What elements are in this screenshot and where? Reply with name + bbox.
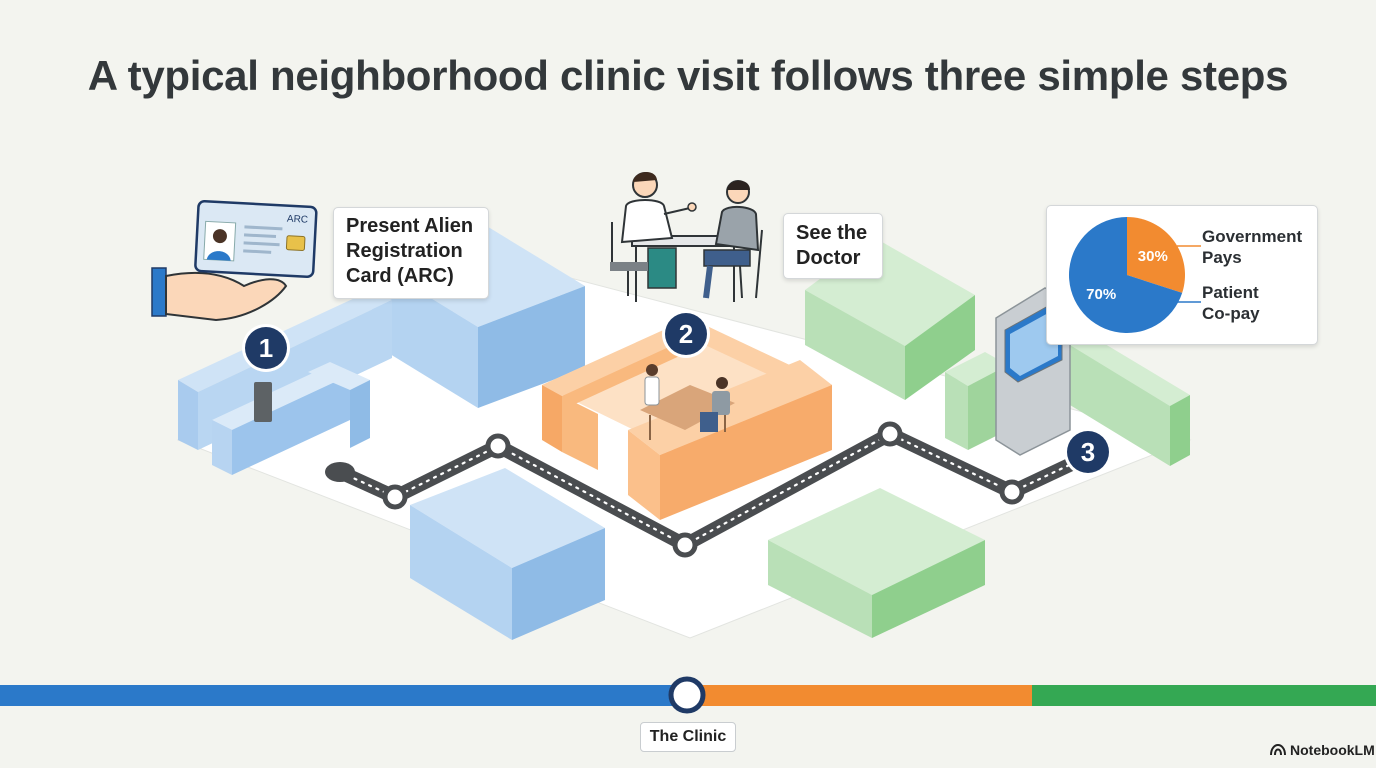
step-1-text-line: Card (ARC): [346, 265, 454, 287]
timeline-marker: [668, 676, 706, 714]
step-2-text-line: See the: [796, 222, 868, 244]
bottom-timeline: [0, 676, 1376, 714]
timeline-marker-label: The Clinic: [640, 722, 736, 752]
pie-legend-patient: Patient Co-pay: [1202, 283, 1260, 323]
journey-path: [325, 421, 1087, 558]
step-1-text-line: Registration: [346, 240, 463, 262]
green-front-block: [768, 488, 985, 638]
pie-leader-lines: [1177, 245, 1201, 303]
reception-chair: [254, 382, 272, 422]
step-1-callout: Present Alien Registration Card (ARC): [333, 207, 489, 299]
step-1-badge: 1: [245, 327, 287, 369]
pie-legend-government: Government Pays: [1202, 227, 1303, 267]
blue-front-block: [410, 468, 605, 640]
green-kiosk-walls: [945, 335, 1190, 466]
brand-logo: NotebookLM: [1270, 742, 1375, 758]
page-title: A typical neighborhood clinic visit foll…: [87, 52, 1289, 99]
pie-slice-patient: [1069, 217, 1183, 333]
step-2-badge: 2: [665, 313, 707, 355]
blue-reception-walls: [178, 290, 392, 475]
step-2-callout: See the Doctor: [783, 213, 883, 279]
timeline-segment-green: [1032, 685, 1376, 706]
step-3-badge: 3: [1067, 431, 1109, 473]
orange-consult-room: [542, 318, 832, 520]
timeline-segment-blue: [0, 685, 687, 706]
pie-slice-government: [1127, 217, 1185, 293]
notebooklm-logo-icon: [1270, 744, 1286, 756]
cost-split-pie-chart: 30% 70%: [1069, 217, 1185, 333]
brand-name: NotebookLM: [1290, 742, 1375, 758]
step-1-text-line: Present Alien: [346, 215, 474, 237]
cost-split-pie-card: 30% 70% Government Pays Patient Co-pay: [1046, 205, 1318, 345]
timeline-segment-orange: [687, 685, 1032, 706]
pie-percent-government: 30%: [1138, 248, 1168, 265]
hand-with-arc-card-icon: ARC: [151, 200, 318, 322]
pie-percent-patient: 70%: [1086, 286, 1116, 303]
doctor-consultation-icon: [610, 171, 763, 302]
step-2-text-line: Doctor: [796, 247, 861, 269]
arc-card-label: ARC: [287, 214, 309, 226]
